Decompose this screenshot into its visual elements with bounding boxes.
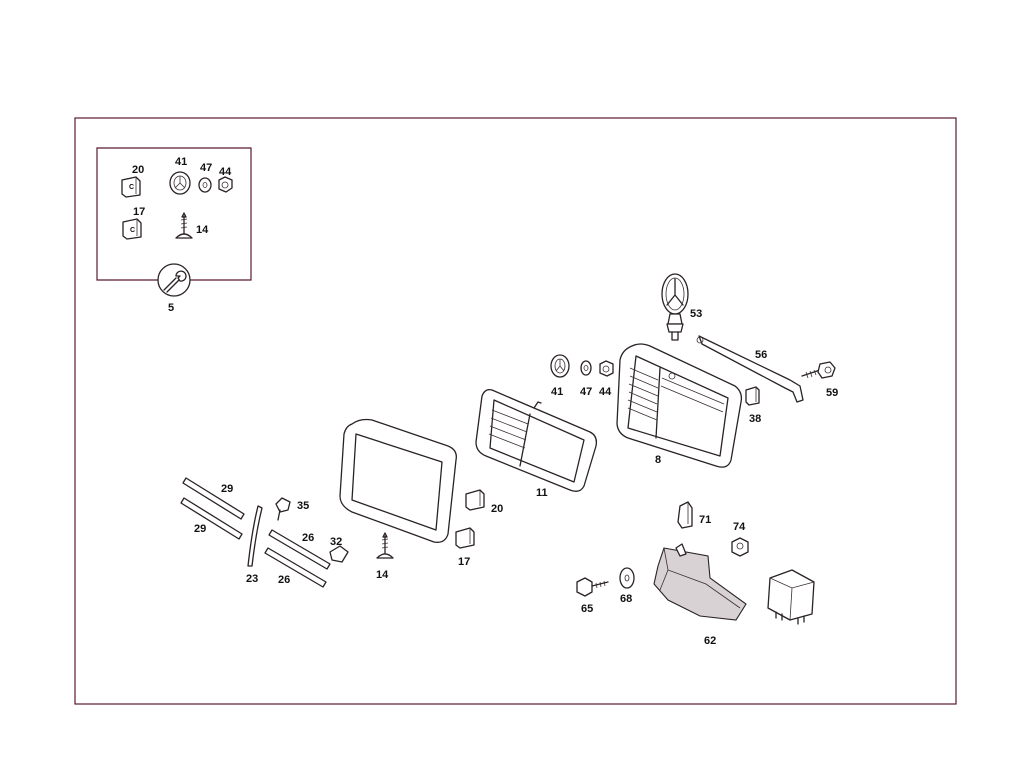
radiator-grille-8 — [616, 343, 743, 468]
label-44-inset: 44 — [219, 166, 232, 178]
label-20: 20 — [491, 503, 503, 515]
washer-47 — [580, 360, 592, 376]
label-44: 44 — [599, 386, 612, 398]
inset-kit-box: C C — [96, 147, 252, 314]
clip-20 — [465, 489, 485, 511]
label-47: 47 — [580, 386, 592, 398]
star-emblem-41-inset — [169, 171, 191, 195]
bolt-59 — [801, 361, 836, 379]
nut-74 — [731, 537, 749, 557]
label-26-upper: 26 — [302, 532, 314, 544]
control-unit — [767, 569, 815, 625]
washer-47-inset — [198, 177, 212, 193]
screw-14-inset — [175, 212, 193, 239]
label-38: 38 — [749, 413, 761, 425]
star-emblem-41 — [550, 354, 570, 378]
label-26-lower: 26 — [278, 574, 290, 586]
label-41-inset: 41 — [175, 156, 187, 168]
label-32: 32 — [330, 536, 342, 548]
clip-32 — [329, 545, 349, 563]
label-17-inset: 17 — [133, 206, 145, 218]
label-23: 23 — [246, 573, 258, 585]
trim-strip-29-lower — [180, 497, 243, 540]
star-mascot-53 — [661, 273, 689, 341]
label-56: 56 — [755, 349, 767, 361]
trim-strip-26-lower — [264, 547, 327, 588]
nut-44-inset — [218, 176, 233, 193]
svg-text:C: C — [129, 184, 134, 191]
label-5: 5 — [168, 302, 174, 314]
bracket-71 — [677, 501, 693, 529]
wrench-icon — [157, 263, 191, 297]
label-29-upper: 29 — [221, 483, 233, 495]
diagram-frame — [74, 117, 957, 705]
label-14: 14 — [376, 569, 389, 581]
clip-17 — [455, 527, 475, 549]
label-62: 62 — [704, 635, 716, 647]
grille-insert-11 — [475, 388, 598, 492]
rod-56 — [696, 335, 804, 403]
label-35: 35 — [297, 500, 309, 512]
clip-38 — [745, 386, 760, 406]
label-68: 68 — [620, 593, 632, 605]
label-20-inset: 20 — [132, 164, 144, 176]
clip-17-inset: C — [122, 218, 142, 240]
screw-14 — [376, 532, 394, 559]
label-8: 8 — [655, 454, 661, 466]
label-47-inset: 47 — [200, 162, 212, 174]
label-53: 53 — [690, 308, 702, 320]
label-14-inset: 14 — [196, 224, 209, 236]
label-17: 17 — [458, 556, 470, 568]
bolt-65 — [576, 577, 609, 597]
label-11: 11 — [536, 487, 548, 499]
clip-20-inset: C — [121, 176, 141, 198]
label-29-lower: 29 — [194, 523, 206, 535]
label-71: 71 — [699, 514, 711, 526]
nut-44 — [599, 360, 614, 377]
svg-text:C: C — [130, 227, 135, 234]
trim-strip-29-upper — [182, 477, 245, 520]
air-duct-62 — [653, 543, 747, 621]
washer-68 — [619, 567, 635, 589]
label-74: 74 — [733, 521, 746, 533]
label-59: 59 — [826, 387, 838, 399]
grille-frame — [339, 418, 457, 543]
clip-35 — [275, 497, 291, 521]
trim-strip-23 — [247, 505, 263, 567]
trim-strip-26-upper — [268, 529, 331, 570]
label-41: 41 — [551, 386, 563, 398]
label-65: 65 — [581, 603, 593, 615]
